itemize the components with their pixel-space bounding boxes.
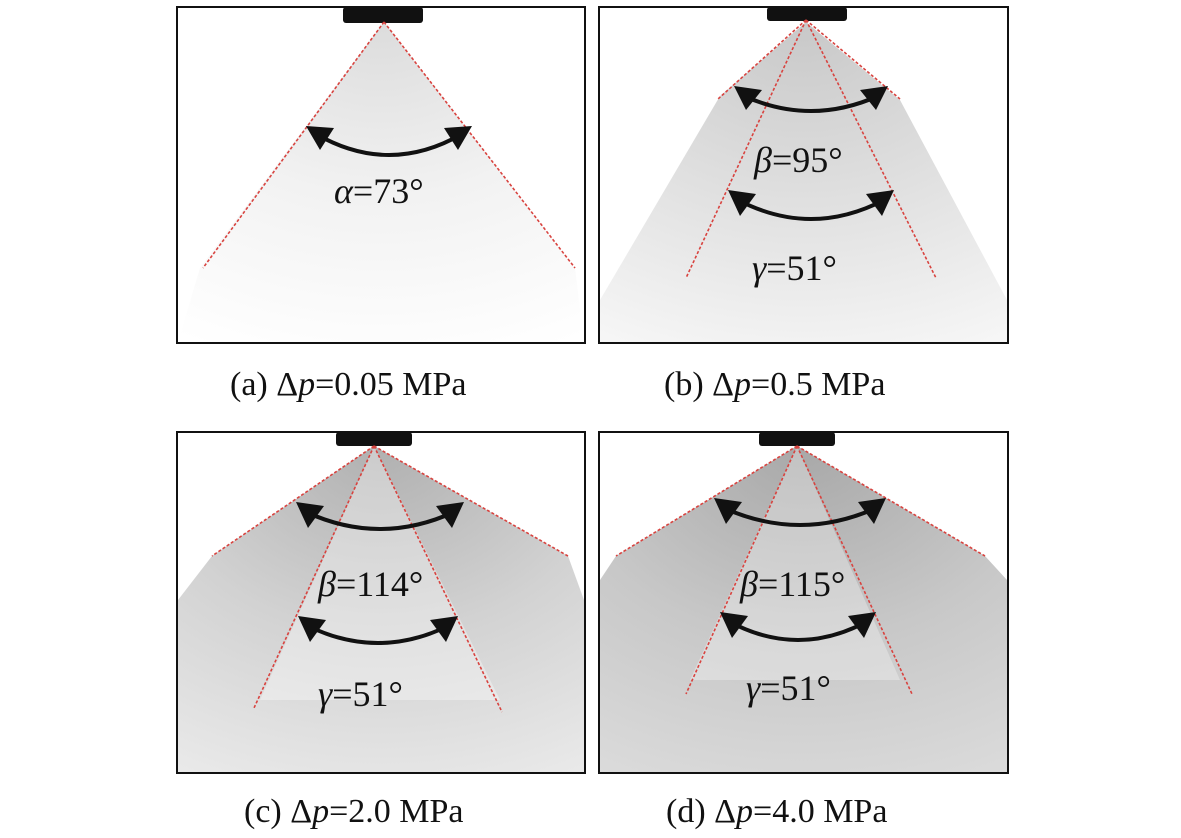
panel-b-inner-line-left xyxy=(685,19,807,279)
panel-b-beta-arrow-right xyxy=(860,86,888,110)
panel-b-beta-label: β=95° xyxy=(753,140,843,180)
panel-b-caption: (b) Δp=0.5 MPa xyxy=(664,366,885,403)
panel-b-nozzle xyxy=(767,7,847,21)
panel-d-caption-value: =4.0 MPa xyxy=(753,793,887,830)
panel-a-nozzle xyxy=(343,7,423,23)
panel-c-beta-symbol: β xyxy=(317,564,336,604)
panel-d-inner-line-right xyxy=(796,445,913,695)
panel-c-spray-core xyxy=(260,446,500,700)
panel-d-caption-prefix: (d) Δ xyxy=(666,793,736,830)
panel-b-beta-arrow-left xyxy=(734,86,762,110)
panel-d-gamma-value: =51° xyxy=(760,668,831,708)
panel-b: β=95° γ=51° (b) Δp=0.5 MPa xyxy=(598,6,1009,403)
panel-b-caption-value: =0.5 MPa xyxy=(751,366,885,403)
panel-b-beta-symbol: β xyxy=(753,140,772,180)
panel-a-cone-line-right xyxy=(383,21,576,269)
panel-c-inner-line-left xyxy=(253,445,375,709)
panel-c-caption-value: =2.0 MPa xyxy=(329,793,463,830)
panel-c-gamma-arrow-right xyxy=(430,616,458,642)
panel-d-spray xyxy=(600,446,1007,772)
panel-c-spray xyxy=(178,446,584,772)
panel-d-gamma-arrow-right xyxy=(848,612,876,638)
panel-c: β=114° γ=51° (c) Δp=2.0 MPa xyxy=(176,431,586,830)
panel-b-gamma-value: =51° xyxy=(766,248,837,288)
panel-a-cone-line-left xyxy=(202,21,385,269)
panel-a-alpha-value: =73° xyxy=(353,171,424,211)
panel-b-caption-prefix: (b) Δ xyxy=(664,366,734,403)
panel-b-gamma-symbol: γ xyxy=(752,248,767,288)
panel-c-outer-line-left xyxy=(211,445,375,557)
panel-d-beta-arrow-left xyxy=(714,498,742,524)
panel-a-spray xyxy=(178,22,584,342)
panel-c-beta-arc xyxy=(305,510,455,531)
panel-c-gamma-value: =51° xyxy=(332,674,403,714)
panel-d-beta-arc xyxy=(723,506,877,527)
panel-b-beta-value: =95° xyxy=(772,140,843,180)
panel-d-outer-line-left xyxy=(615,445,798,557)
panel-c-caption-var: p xyxy=(310,793,329,830)
panel-a: α=73° (a) Δp=0.05 MPa xyxy=(176,6,586,403)
panel-a-arrow-right xyxy=(444,126,472,150)
panel-b-gamma-arrow-left xyxy=(728,190,756,216)
panel-c-gamma-arrow-left xyxy=(298,616,326,642)
panel-c-outer-line-right xyxy=(373,445,569,557)
panel-d-outer-line-right xyxy=(796,445,986,557)
panel-d-beta-value: =115° xyxy=(758,564,845,604)
panel-c-gamma-arc xyxy=(307,624,449,645)
panel-c-beta-label: β=114° xyxy=(317,564,423,604)
panel-a-alpha-label: α=73° xyxy=(334,171,424,211)
panel-d-caption-var: p xyxy=(734,793,753,830)
panel-a-arrow-left xyxy=(306,126,334,150)
panel-b-caption-var: p xyxy=(732,366,751,403)
panel-c-gamma-symbol: γ xyxy=(318,674,333,714)
panel-c-beta-arrow-right xyxy=(436,502,464,528)
panel-d-caption: (d) Δp=4.0 MPa xyxy=(666,793,887,830)
panel-b-gamma-arc xyxy=(737,198,885,221)
panel-c-beta-arrow-left xyxy=(296,502,324,528)
panel-b-spray xyxy=(600,22,1007,342)
panel-d-beta-symbol: β xyxy=(739,564,758,604)
panel-a-caption-value: =0.05 MPa xyxy=(315,366,466,403)
panel-d-beta-arrow-right xyxy=(858,498,886,524)
panel-a-angle-arc xyxy=(315,132,463,157)
panel-b-gamma-arrow-right xyxy=(866,190,894,216)
panel-d-nozzle xyxy=(759,432,835,446)
panel-a-caption-var: p xyxy=(296,366,315,403)
panel-b-inner-line-right xyxy=(805,19,937,279)
panel-d: β=115° γ=51° (d) Δp=4.0 MPa xyxy=(598,431,1009,830)
panel-d-beta-label: β=115° xyxy=(739,564,845,604)
panel-c-caption-prefix: (c) Δ xyxy=(244,793,312,830)
panel-d-gamma-arrow-left xyxy=(720,612,748,638)
panel-d-gamma-label: γ=51° xyxy=(746,668,831,708)
panel-a-caption: (a) Δp=0.05 MPa xyxy=(230,366,467,403)
panel-b-gamma-label: γ=51° xyxy=(752,248,837,288)
panel-b-beta-arc xyxy=(743,94,879,113)
panel-c-gamma-label: γ=51° xyxy=(318,674,403,714)
panel-c-nozzle xyxy=(336,432,412,446)
panel-a-alpha-symbol: α xyxy=(334,171,354,211)
panel-d-gamma-symbol: γ xyxy=(746,668,761,708)
panel-a-caption-prefix: (a) Δ xyxy=(230,366,298,403)
panel-b-outer-line-right xyxy=(805,19,901,100)
panel-d-gamma-arc xyxy=(729,620,867,642)
panel-d-inner-line-left xyxy=(685,445,798,695)
panel-c-caption: (c) Δp=2.0 MPa xyxy=(244,793,464,830)
panel-c-beta-value: =114° xyxy=(336,564,423,604)
panel-c-inner-line-right xyxy=(373,445,503,713)
